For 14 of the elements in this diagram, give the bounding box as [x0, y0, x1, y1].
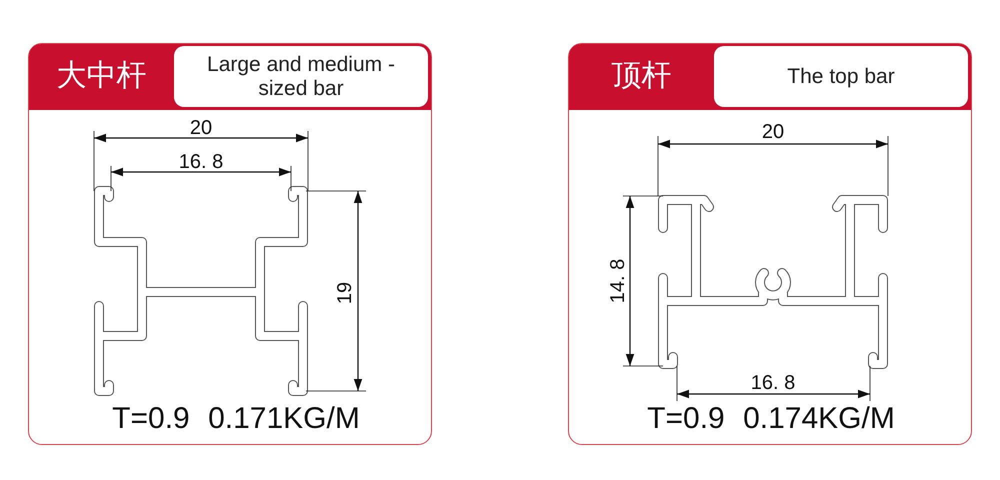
- product-card: [28, 43, 432, 445]
- dimension-label: 16. 8: [178, 152, 224, 172]
- dimension-label: 14. 8: [608, 258, 628, 304]
- dimension-label: 20: [190, 118, 212, 138]
- title-tab: Large and medium -sized bar: [174, 46, 428, 107]
- chinese-title: 大中杆: [56, 57, 148, 95]
- spec-text: T=0.9 0.174KG/M: [647, 404, 895, 434]
- dimension-label: 19: [335, 282, 355, 304]
- spec-text: T=0.9 0.171KG/M: [112, 404, 360, 434]
- dimension-label: 20: [762, 122, 784, 142]
- product-card: [568, 43, 972, 445]
- chinese-title: 顶杆: [610, 57, 672, 95]
- title-tab: The top bar: [714, 46, 968, 107]
- dimension-label: 16. 8: [750, 373, 796, 393]
